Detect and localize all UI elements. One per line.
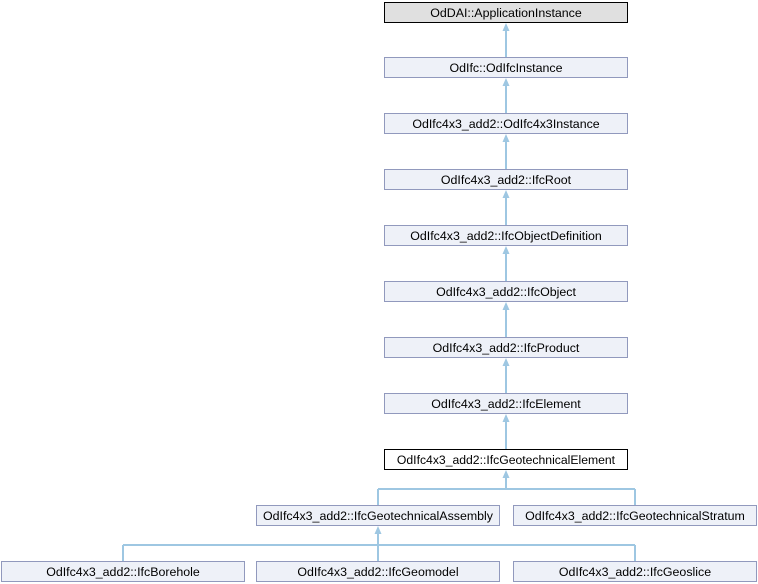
- node-ifcborehole[interactable]: OdIfc4x3_add2::IfcBorehole: [1, 561, 245, 582]
- node-ifcproduct[interactable]: OdIfc4x3_add2::IfcProduct: [384, 337, 628, 358]
- node-odifc4x3instance[interactable]: OdIfc4x3_add2::OdIfc4x3Instance: [384, 113, 628, 134]
- edge-ifcgeotechnicalelement-to-ifcelement: [502, 414, 510, 449]
- node-odifcinstance[interactable]: OdIfc::OdIfcInstance: [384, 57, 628, 78]
- node-ifcroot[interactable]: OdIfc4x3_add2::IfcRoot: [384, 169, 628, 190]
- node-ifcgeoslice[interactable]: OdIfc4x3_add2::IfcGeoslice: [513, 561, 757, 582]
- node-ifcobjectdefinition[interactable]: OdIfc4x3_add2::IfcObjectDefinition: [384, 225, 628, 246]
- node-applicationinstance: OdDAI::ApplicationInstance: [384, 2, 628, 23]
- edge-ifcobjectdefinition-to-ifcroot: [502, 190, 510, 225]
- node-ifcgeotechnicalstratum[interactable]: OdIfc4x3_add2::IfcGeotechnicalStratum: [513, 505, 757, 526]
- edge-odifc4x3instance-to-odifcinstance: [502, 78, 510, 113]
- edge-ifcobject-to-ifcobjectdefinition: [502, 246, 510, 281]
- node-ifcgeotechnicalelement: OdIfc4x3_add2::IfcGeotechnicalElement: [384, 449, 628, 470]
- edge-ifcproduct-to-ifcobject: [502, 302, 510, 337]
- edge-ifcroot-to-odifc4x3instance: [502, 134, 510, 169]
- edge-group-to-ifcgeotechnicalelement: [377, 470, 636, 505]
- edge-ifcelement-to-ifcproduct: [502, 358, 510, 393]
- node-ifcobject[interactable]: OdIfc4x3_add2::IfcObject: [384, 281, 628, 302]
- node-ifcgeomodel[interactable]: OdIfc4x3_add2::IfcGeomodel: [256, 561, 500, 582]
- edge-odifcinstance-to-applicationinstance: [502, 23, 510, 57]
- edge-group-to-ifcgeotechnicalassembly: [122, 526, 636, 561]
- node-ifcgeotechnicalassembly[interactable]: OdIfc4x3_add2::IfcGeotechnicalAssembly: [256, 505, 500, 526]
- node-ifcelement[interactable]: OdIfc4x3_add2::IfcElement: [384, 393, 628, 414]
